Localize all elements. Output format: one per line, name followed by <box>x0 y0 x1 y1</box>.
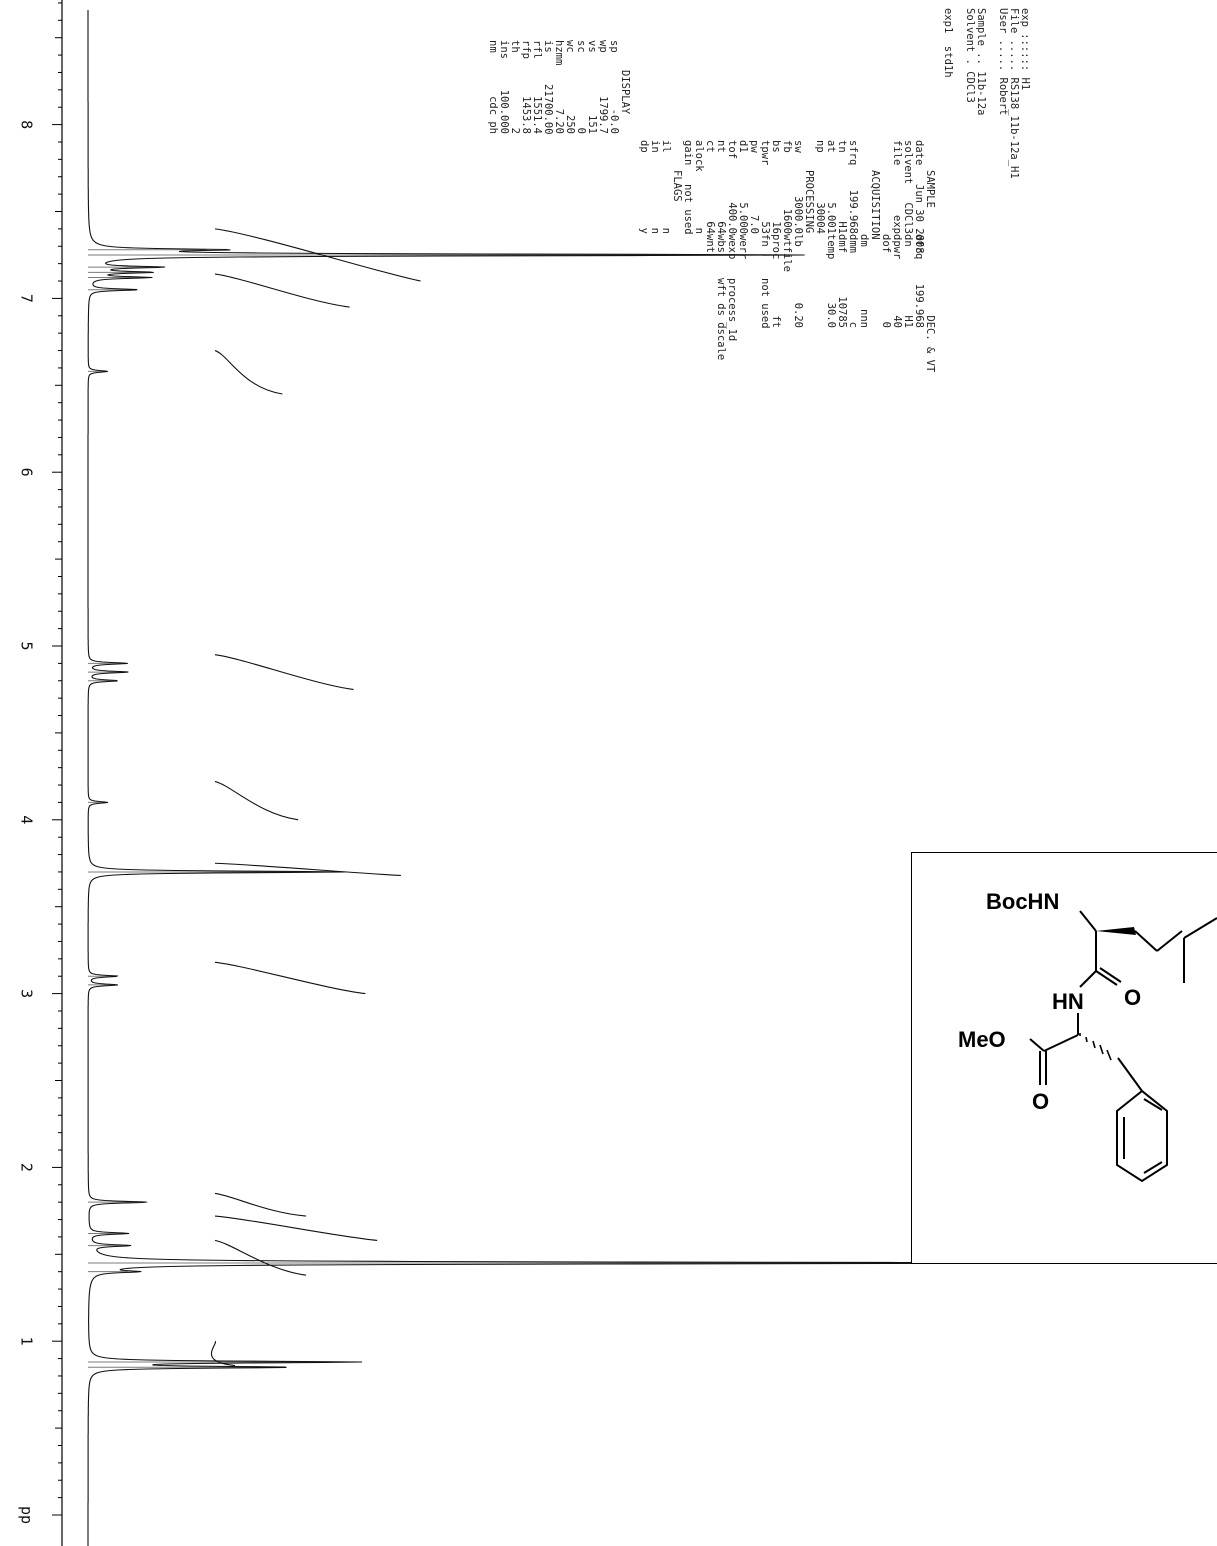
bond <box>1143 1161 1163 1174</box>
label-amide-o: O <box>1124 985 1141 1010</box>
bond <box>1079 910 1097 932</box>
molecule-structure: BocHN HN O MeO O <box>958 889 1217 1183</box>
integral-curve <box>214 1192 307 1217</box>
bond <box>1143 1098 1163 1111</box>
molecule-structure-box: BocHN HN O MeO O <box>911 852 1217 1264</box>
integral-curve <box>214 961 366 995</box>
hash-bond <box>1099 1044 1104 1055</box>
bond <box>1156 930 1183 952</box>
bond <box>1079 970 1097 988</box>
integral-curves <box>210 228 421 1367</box>
integral-curve <box>214 273 350 308</box>
bond <box>1095 970 1118 986</box>
bond <box>1134 930 1158 952</box>
hash-bond <box>1092 1040 1096 1049</box>
tick-label: 1 <box>18 1337 36 1346</box>
tick-label: pp <box>18 1506 36 1524</box>
hash-bond <box>1106 1049 1112 1061</box>
tick-label: 8 <box>17 120 35 129</box>
wedge-bond <box>1096 927 1136 935</box>
benzene-ring <box>1116 1089 1168 1183</box>
hash-bond <box>1085 1036 1088 1043</box>
integral-curve <box>214 1239 307 1276</box>
label-ester-o: O <box>1032 1089 1049 1114</box>
bond <box>1043 1034 1079 1052</box>
integral-curve <box>214 781 299 821</box>
bond <box>1117 1057 1143 1092</box>
integral-curve <box>214 350 283 395</box>
tick-label: 3 <box>18 989 36 998</box>
bond <box>1099 967 1122 983</box>
integral-curve <box>214 862 401 876</box>
integral-curve <box>214 654 354 690</box>
tick-label: 4 <box>18 815 36 824</box>
tick-label: 6 <box>18 468 36 477</box>
ppm-axis: 8 7 6 5 4 3 2 1 pp <box>17 0 63 1546</box>
spectrum-trace-layer <box>87 10 1079 1546</box>
label-meo: MeO <box>958 1027 1006 1052</box>
tick-label: 5 <box>18 641 36 650</box>
integral-curve <box>214 1215 378 1241</box>
label-hn: HN <box>1052 989 1084 1014</box>
integral-curve <box>210 1340 236 1367</box>
bond <box>1029 1038 1045 1052</box>
tick-label: 7 <box>18 294 36 303</box>
tick-label: 2 <box>18 1163 36 1172</box>
spectrum-trace <box>87 10 1079 1546</box>
bond <box>1183 917 1217 939</box>
integral-curve <box>214 228 421 282</box>
label-bochn: BocHN <box>986 889 1059 914</box>
